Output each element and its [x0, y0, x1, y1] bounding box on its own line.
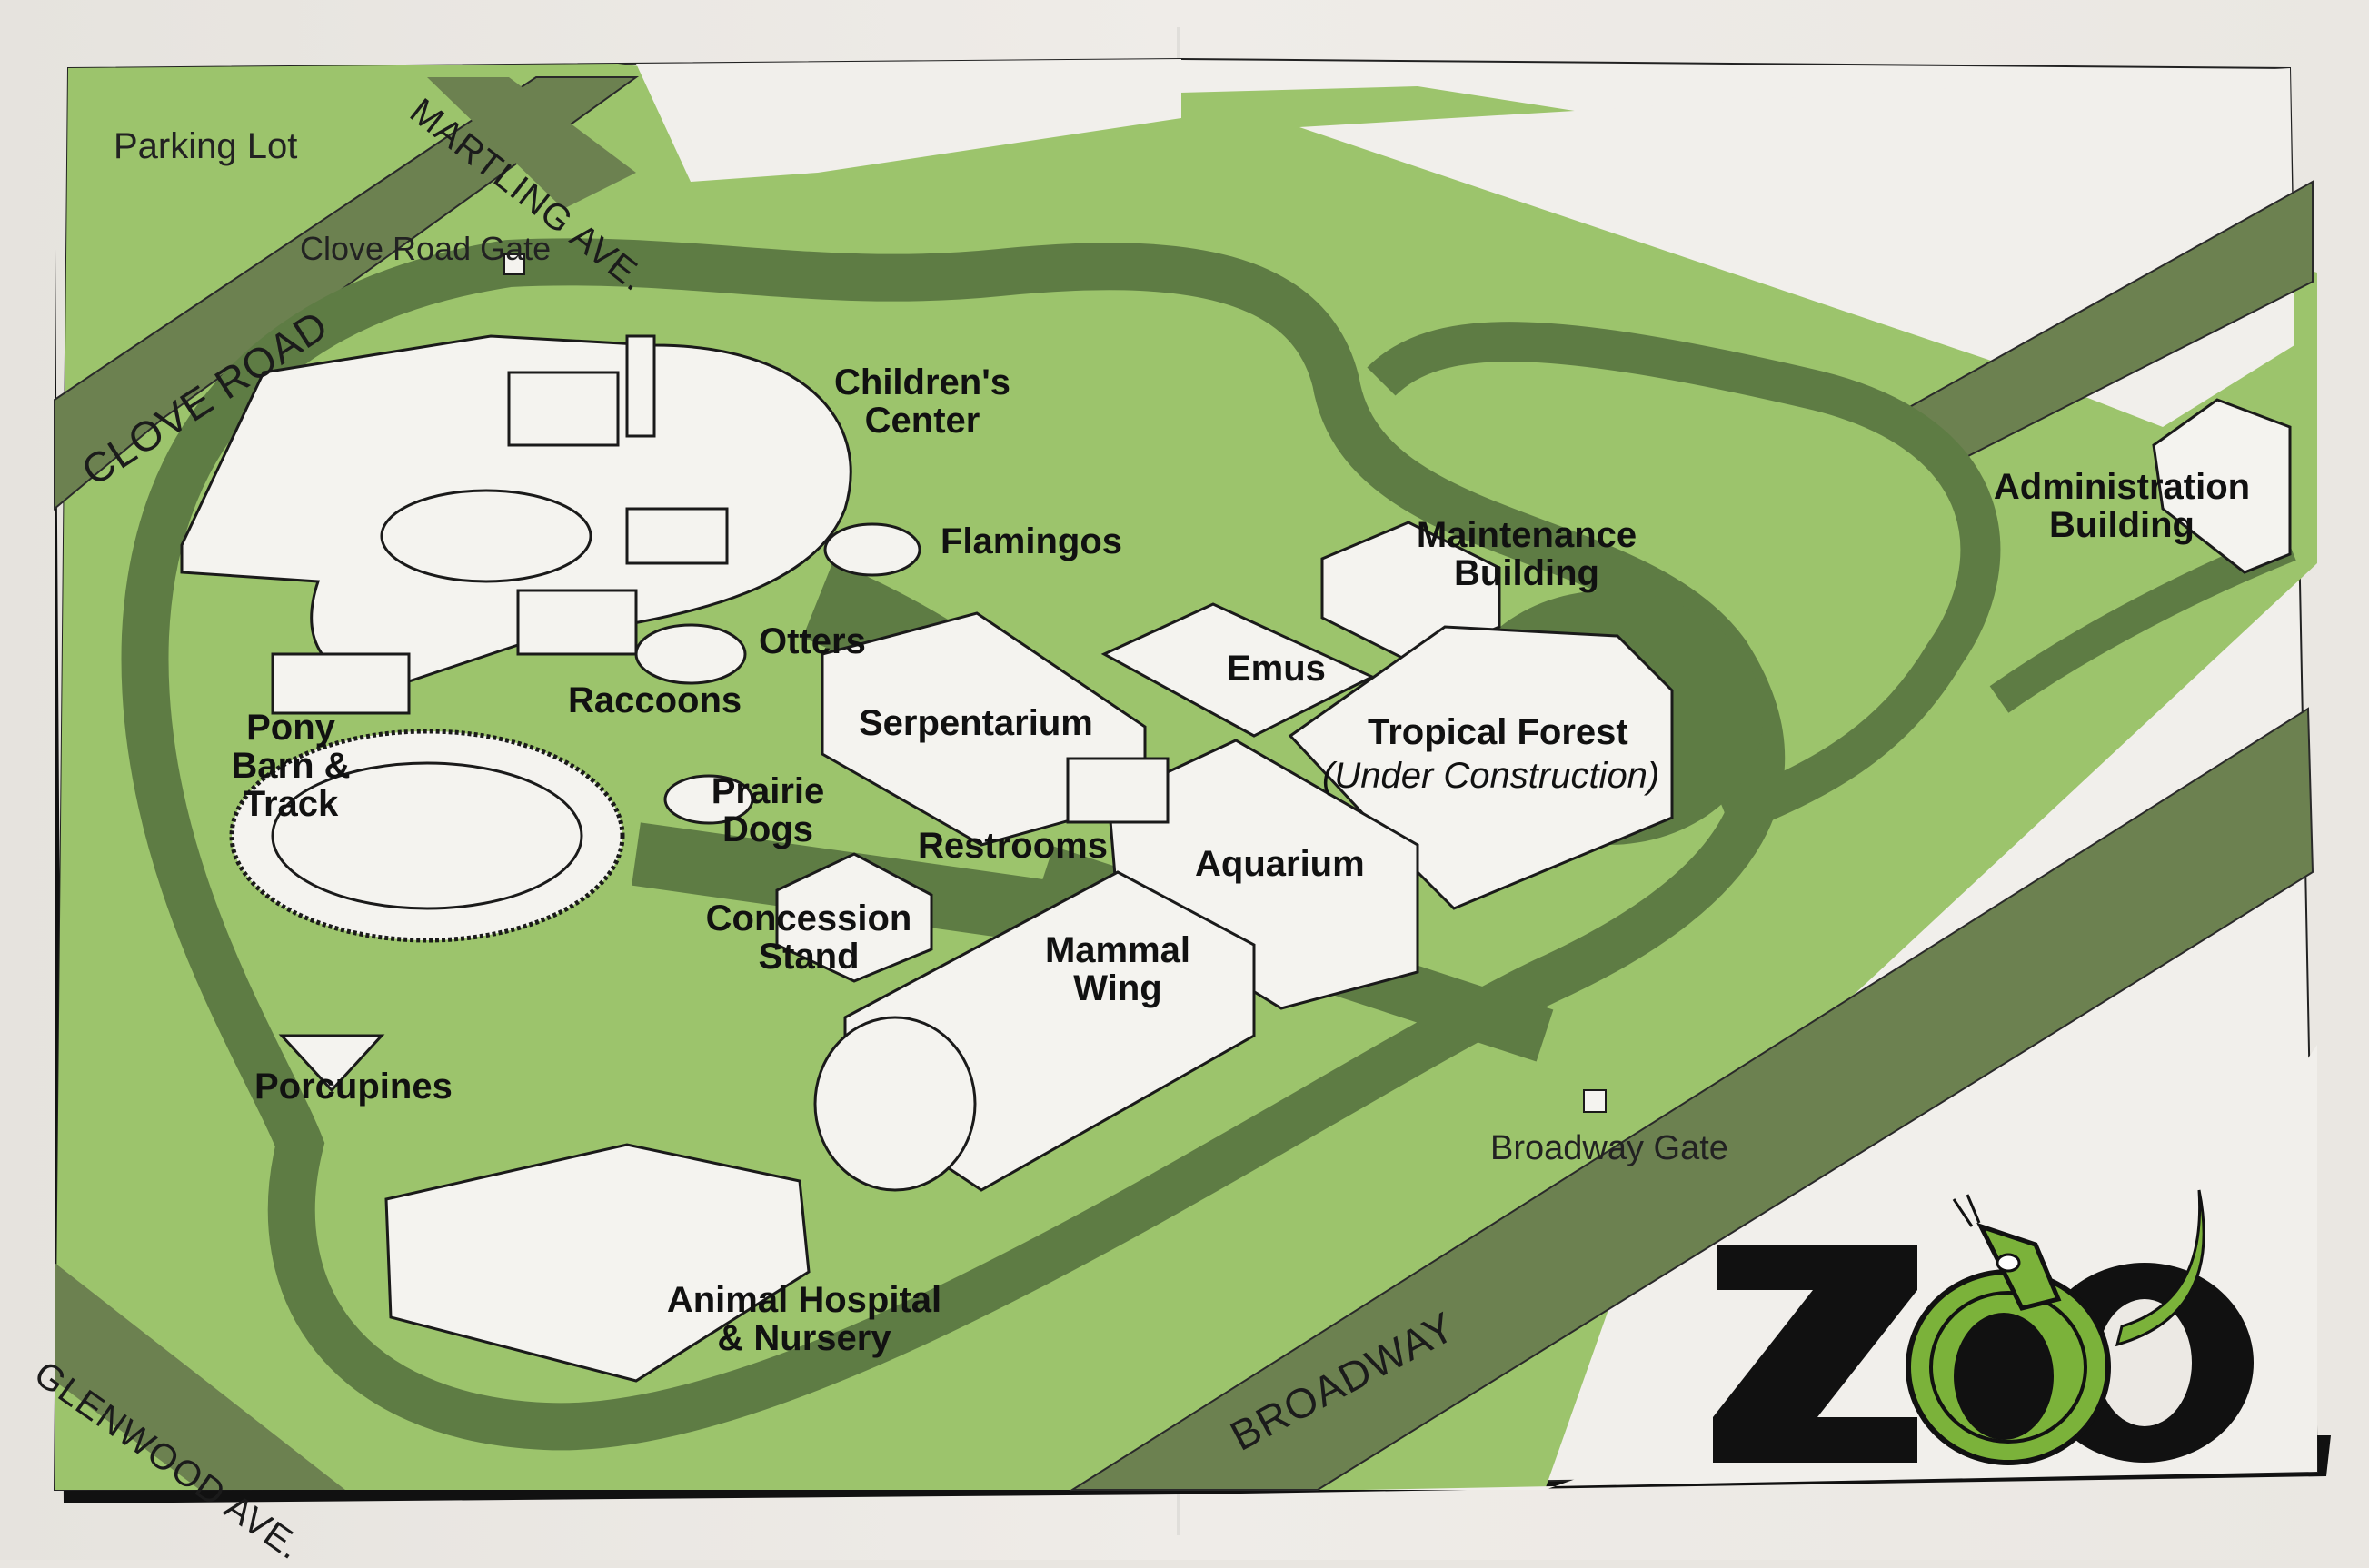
- label-under-construction: (Under Construction): [1322, 756, 1660, 796]
- label-aquarium: Aquarium: [1195, 844, 1365, 884]
- label-administration-building: Administration Building: [1993, 467, 2251, 545]
- label-animal-hospital: Animal Hospital & Nursery: [666, 1280, 942, 1358]
- label-prairie-dogs: Prairie Dogs: [711, 771, 825, 849]
- pony-track-inner: [271, 761, 583, 910]
- label-restrooms: Restrooms: [918, 826, 1108, 866]
- clove-road: [54, 76, 640, 511]
- barn-building: [507, 371, 620, 447]
- porcupine-pen: [278, 1034, 385, 1093]
- east-loop-path: [1367, 322, 2001, 837]
- white-area-n: [636, 59, 1181, 182]
- label-pony-barn: Pony Barn & Track: [231, 708, 351, 824]
- label-serpentarium: Serpentarium: [859, 703, 1093, 743]
- flamingo-pond: [823, 522, 921, 577]
- label-mammal-wing: Mammal Wing: [1044, 930, 1191, 1008]
- restroom-building: [1066, 757, 1170, 824]
- label-maintenance-building: Maintenance Building: [1416, 515, 1637, 593]
- clove-gate-icon: [503, 253, 525, 275]
- broadway-gate-icon: [1583, 1089, 1607, 1113]
- pond: [380, 489, 592, 583]
- silo: [625, 334, 656, 438]
- label-flamingos: Flamingos: [941, 521, 1123, 561]
- label-concession-stand: Concession Stand: [705, 898, 912, 977]
- label-tropical-forest: Tropical Forest: [1368, 712, 1628, 752]
- label-childrens-center: Children's Center: [834, 362, 1010, 441]
- childrens-shed: [625, 507, 729, 565]
- label-otters: Otters: [759, 621, 866, 661]
- pony-track: [229, 729, 625, 943]
- label-porcupines: Porcupines: [254, 1067, 453, 1107]
- concession-building: [775, 852, 933, 983]
- zoo-logo: [1713, 1189, 2254, 1465]
- snake-icon: [1906, 1189, 2205, 1465]
- otter-pond: [634, 623, 747, 685]
- logo-letter-z: [1713, 1245, 1917, 1463]
- rotunda: [813, 1016, 977, 1192]
- animal-hospital-building: [384, 1143, 811, 1383]
- label-clove-road-gate: Clove Road Gate: [300, 230, 552, 267]
- label-broadway-gate: Broadway Gate: [1490, 1129, 1728, 1167]
- label-raccoons: Raccoons: [568, 680, 742, 720]
- label-parking-lot: Parking Lot: [114, 126, 298, 166]
- broadway-road: [1069, 707, 2314, 1491]
- administration-house: [2152, 398, 2292, 574]
- label-emus: Emus: [1227, 649, 1326, 689]
- childrens-pen: [516, 589, 638, 656]
- loop-path: [121, 238, 1786, 1451]
- martling-ave: [427, 77, 636, 209]
- pony-barn: [271, 652, 411, 715]
- prairie-dog-pen: [663, 774, 754, 825]
- glenwood-ave: [55, 1263, 345, 1490]
